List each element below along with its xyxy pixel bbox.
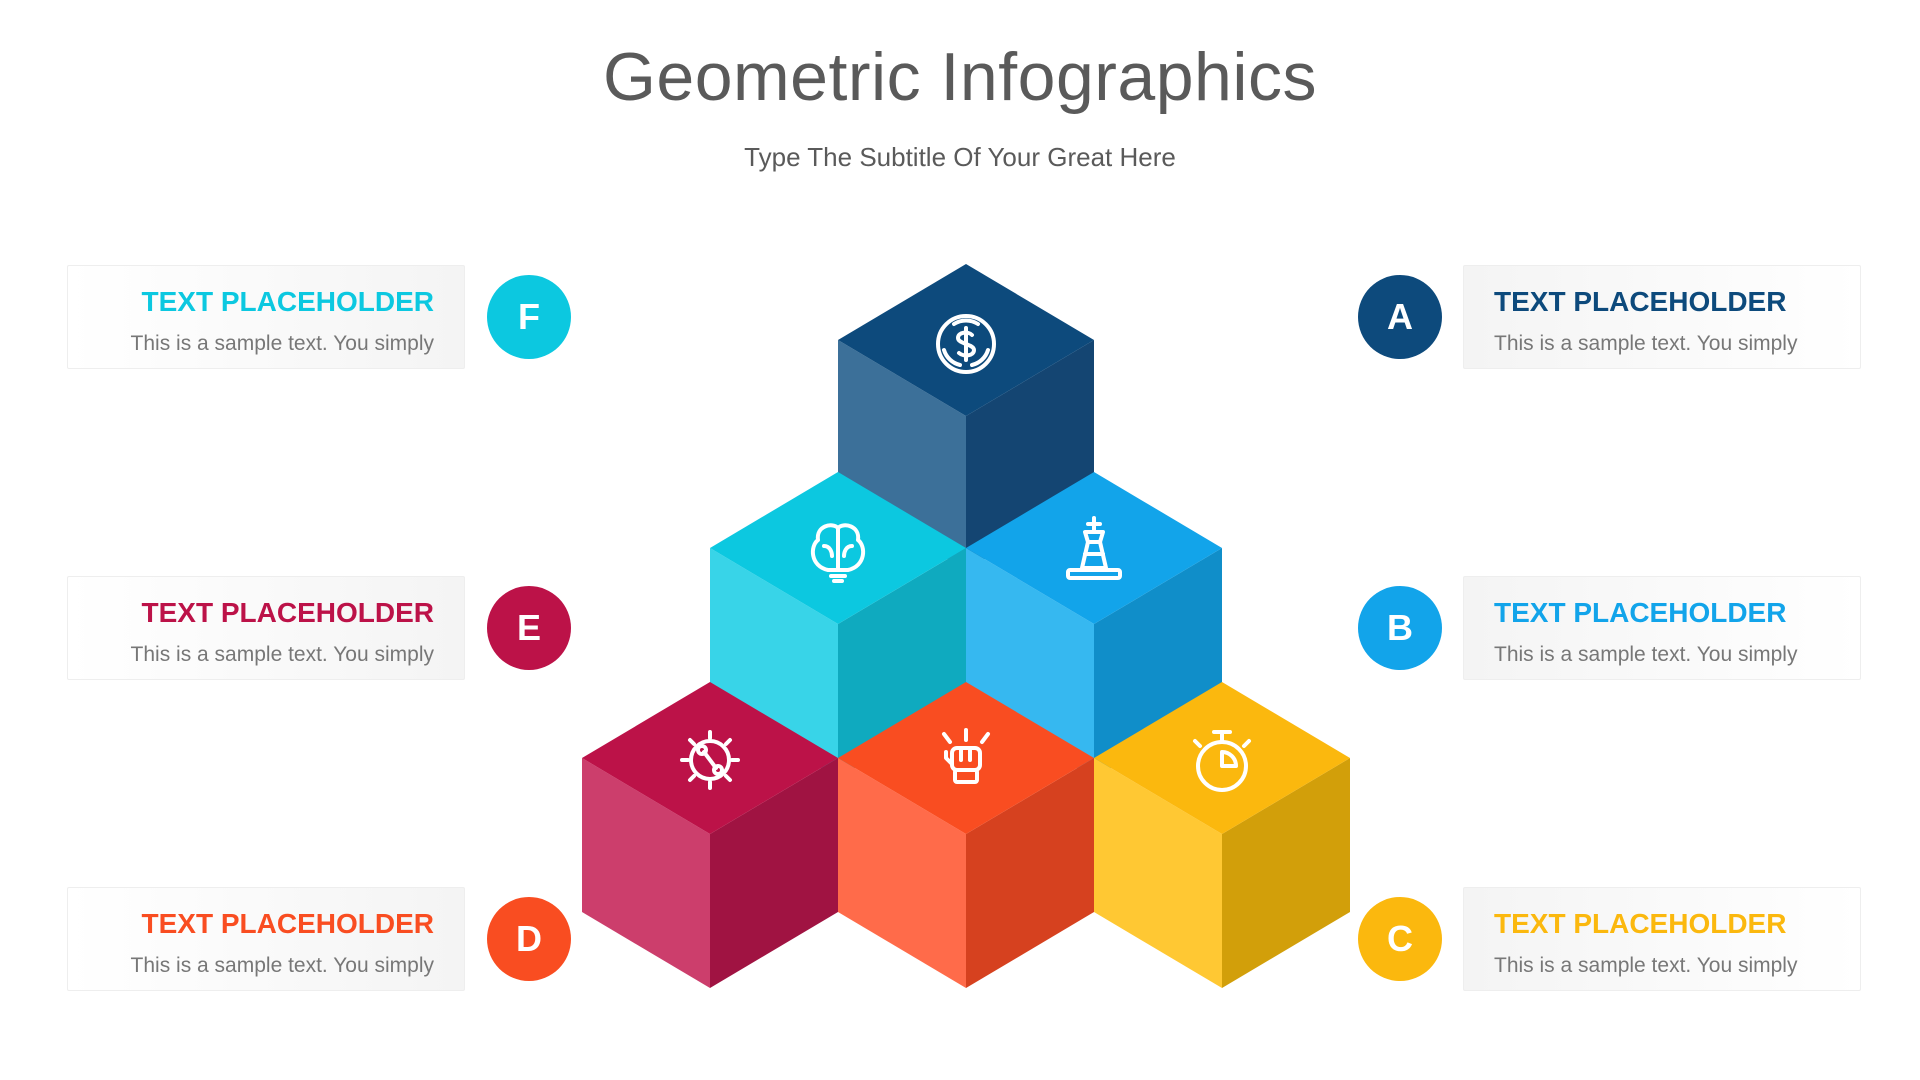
cube-d-top-face [838,682,1094,834]
item-b-card: TEXT PLACEHOLDER This is a sample text. … [1463,576,1861,680]
cube-d-left-face [838,758,966,988]
cube-e-right-face [710,758,838,988]
cube-d-right-face [966,758,1094,988]
item-f-heading: TEXT PLACEHOLDER [141,286,434,317]
item-f-body: This is a sample text. You simply [130,332,434,355]
cube-c-left-face [1094,758,1222,988]
page-subtitle: Type The Subtitle Of Your Great Here [744,142,1176,172]
item-a-card: TEXT PLACEHOLDER This is a sample text. … [1463,265,1861,369]
item-e-badge: E [487,586,571,670]
item-c-card: TEXT PLACEHOLDER This is a sample text. … [1463,887,1861,991]
money-cycle-icon [936,314,996,374]
item-f-card: TEXT PLACEHOLDER This is a sample text. … [67,265,465,369]
cube-b-top-face [966,472,1222,624]
item-b-badge: B [1358,586,1442,670]
item-a-badge: A [1358,275,1442,359]
item-b-heading: TEXT PLACEHOLDER [1494,597,1787,628]
stopwatch-icon [1193,730,1251,792]
item-b-body: This is a sample text. You simply [1494,643,1798,666]
cube-c-right-face [1222,758,1350,988]
item-a-body: This is a sample text. You simply [1494,332,1798,355]
item-c-badge: C [1358,897,1442,981]
brain-bulb-icon [810,523,866,583]
raised-fist-icon [942,728,990,784]
item-e-body: This is a sample text. You simply [130,643,434,666]
item-c-heading: TEXT PLACEHOLDER [1494,908,1787,939]
item-e-card: TEXT PLACEHOLDER This is a sample text. … [67,576,465,680]
item-d-body: This is a sample text. You simply [130,954,434,977]
chess-king-icon [1066,516,1122,580]
item-d-heading: TEXT PLACEHOLDER [141,908,434,939]
item-d-badge: D [487,897,571,981]
item-c-body: This is a sample text. You simply [1494,954,1798,977]
page-title: Geometric Infographics [603,39,1317,115]
item-d-card: TEXT PLACEHOLDER This is a sample text. … [67,887,465,991]
item-e-heading: TEXT PLACEHOLDER [141,597,434,628]
gear-wrench-icon [680,730,740,790]
cube-e-left-face [582,758,710,988]
item-f-badge: F [487,275,571,359]
item-a-heading: TEXT PLACEHOLDER [1494,286,1787,317]
